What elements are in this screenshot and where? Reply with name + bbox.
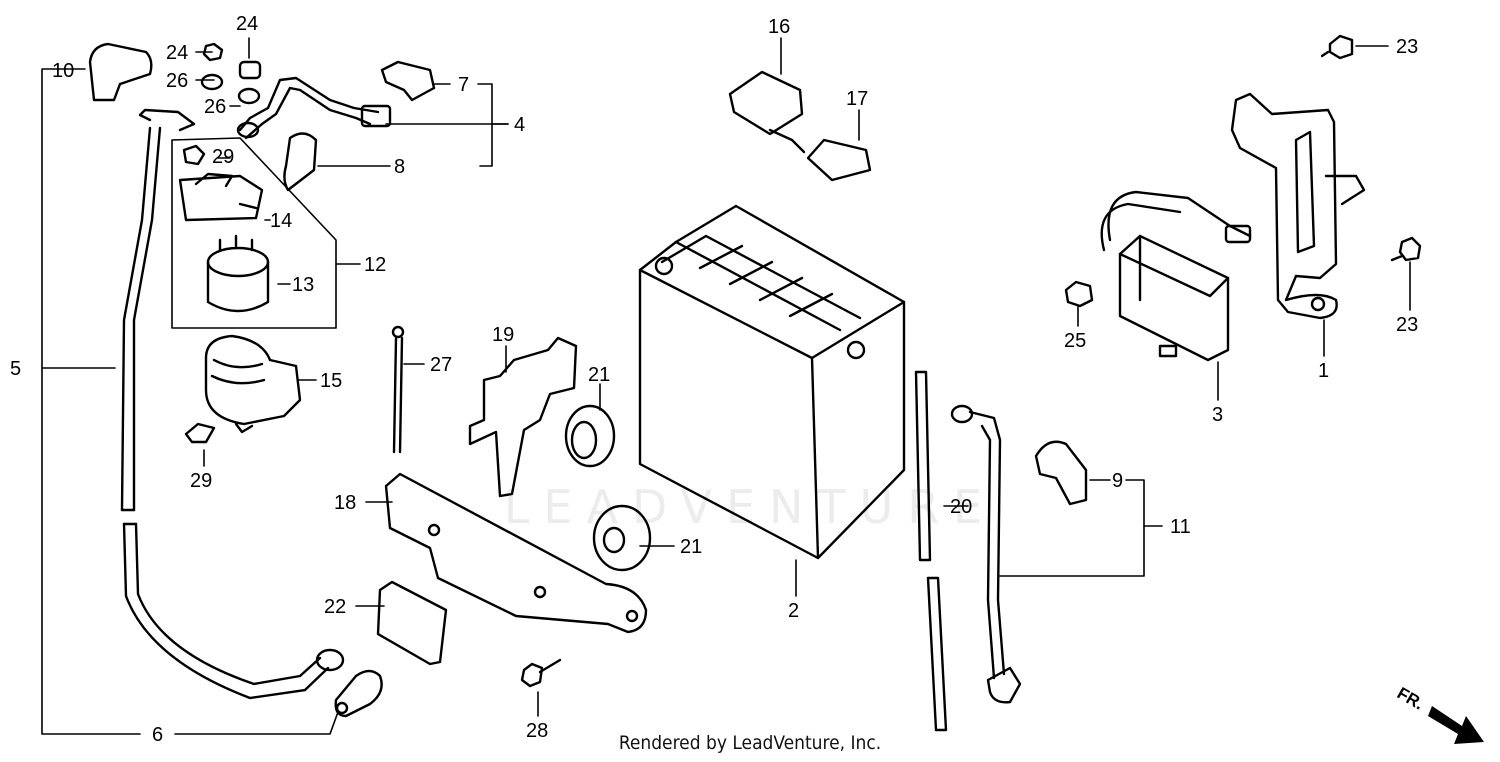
callout-15: 15: [320, 370, 342, 392]
callout-12: 12: [364, 254, 386, 276]
callout-27: 27: [430, 354, 452, 376]
part-1-bracket: [1230, 92, 1366, 320]
callout-22: 22: [324, 596, 346, 618]
part-17-connector: [806, 138, 872, 182]
callout-21-lower: 21: [680, 536, 702, 558]
callout-17: 17: [846, 88, 868, 110]
part-20-strap: [914, 370, 948, 732]
part-21-grommet-lower: [592, 504, 652, 572]
part-29-fuse-lower: [184, 422, 216, 444]
callout-16: 16: [768, 16, 790, 38]
part-4-cable: [236, 76, 392, 140]
callout-2: 2: [788, 600, 799, 622]
callout-26-left: 26: [166, 70, 188, 92]
callout-24-left: 24: [166, 42, 188, 64]
part-13-starter-relay-switch: [206, 234, 270, 313]
part-21-grommet-upper: [564, 404, 616, 468]
part-10-terminal-cover: [88, 42, 153, 102]
part-2-battery: [638, 204, 906, 560]
part-6-cable-terminal: [334, 669, 383, 718]
part-23-bolt-lower: [1390, 236, 1422, 262]
part-8-cover: [283, 132, 318, 192]
callout-13: 13: [292, 274, 314, 296]
callout-26-mid: 26: [204, 96, 226, 118]
part-5-battery-cable: [120, 108, 345, 700]
callout-10: 10: [52, 60, 74, 82]
callout-23-lower: 23: [1396, 314, 1418, 336]
callout-24-top: 24: [236, 13, 258, 35]
callout-14: 14: [270, 210, 292, 232]
part-3-regulator-rectifier: [1100, 190, 1252, 362]
watermark: LEADVENTURE: [503, 480, 997, 534]
callout-5: 5: [10, 358, 21, 380]
part-22-rubber-pad: [376, 580, 448, 666]
callout-20: 20: [950, 496, 972, 518]
callout-1: 1: [1318, 360, 1329, 382]
part-11-battery-cable: [950, 404, 1022, 704]
callout-6: 6: [152, 724, 163, 746]
callout-29-lower: 29: [190, 470, 212, 492]
callout-3: 3: [1212, 404, 1223, 426]
part-18-battery-plate: [384, 472, 648, 634]
callout-29-upper: 29: [212, 146, 234, 168]
callout-21-upper: 21: [588, 364, 610, 386]
part-25-nut: [1064, 280, 1094, 308]
callout-4: 4: [514, 114, 525, 136]
part-15-relay: [204, 334, 302, 434]
callout-28: 28: [526, 720, 548, 742]
part-9-terminal-cover: [1034, 440, 1088, 506]
leader-lines: [41, 37, 1411, 735]
part-19-bracket: [468, 336, 578, 498]
part-24-nut: [202, 42, 262, 80]
callout-9: 9: [1112, 470, 1123, 492]
part-7-terminal-cap: [380, 60, 436, 102]
part-16-regulator-relay: [728, 70, 806, 154]
part-27-cable-tie: [391, 325, 405, 454]
callout-23-upper: 23: [1396, 36, 1418, 58]
part-28-bolt: [520, 658, 562, 688]
callout-25: 25: [1064, 330, 1086, 352]
render-credit: Rendered by LeadVenture, Inc.: [618, 732, 882, 754]
callout-18: 18: [334, 492, 356, 514]
callout-19: 19: [492, 324, 514, 346]
callout-labels: 10 5 6 24 24 26 26 7 4 8 29 14 12 13 15 …: [10, 13, 1427, 746]
callout-8: 8: [394, 156, 405, 178]
front-direction-arrow-icon: [1428, 706, 1484, 744]
callout-7: 7: [458, 74, 469, 96]
front-direction-label: FR.: [1394, 683, 1427, 713]
part-29-fuse: [182, 144, 206, 166]
part-23-bolt-upper: [1320, 34, 1354, 60]
callout-11: 11: [1170, 516, 1191, 538]
part-14-fuse-holder: [178, 172, 264, 222]
part-26-washer: [200, 73, 261, 105]
